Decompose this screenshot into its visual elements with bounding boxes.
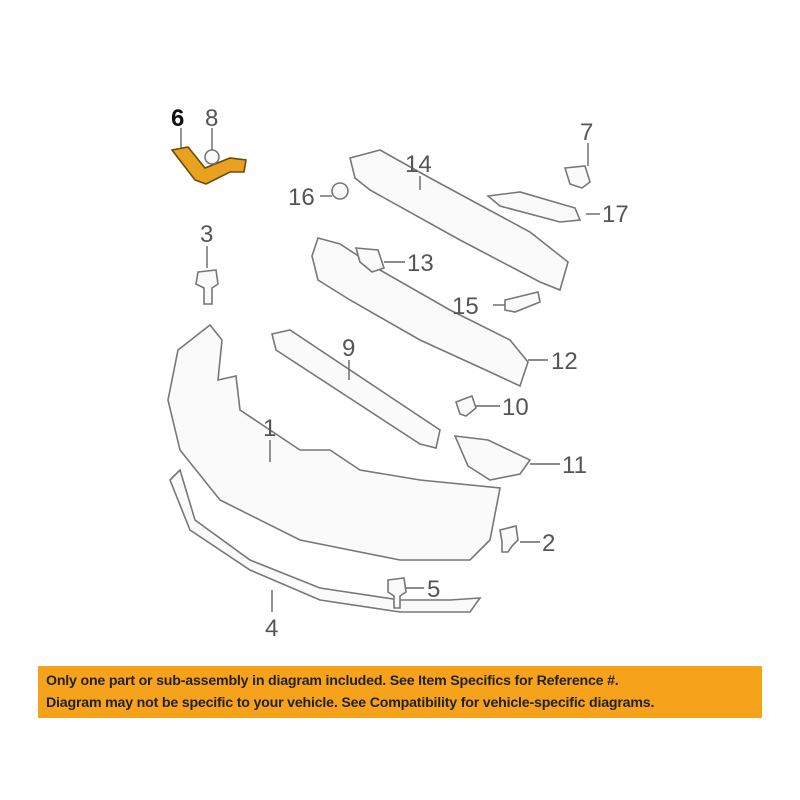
disclaimer-banner: Only one part or sub-assembly in diagram… xyxy=(38,666,762,718)
callout-15: 15 xyxy=(452,293,479,320)
callout-13: 13 xyxy=(407,250,434,277)
callout-8: 8 xyxy=(205,105,218,132)
disclaimer-line-2: Diagram may not be specific to your vehi… xyxy=(46,695,655,711)
part-6-bracket[interactable] xyxy=(170,146,247,185)
part-14-absorber[interactable] xyxy=(349,149,569,292)
callout-1: 1 xyxy=(263,415,276,442)
callout-5: 5 xyxy=(427,576,440,603)
callout-10: 10 xyxy=(502,394,529,421)
callout-9: 9 xyxy=(342,335,355,362)
part-2-bolt[interactable] xyxy=(499,525,519,553)
part-13-bracket[interactable] xyxy=(354,247,386,273)
callout-16: 16 xyxy=(288,184,315,211)
part-10-bolt[interactable] xyxy=(454,394,477,417)
part-7-bolt[interactable] xyxy=(563,165,591,189)
part-1-bumper-cover[interactable] xyxy=(167,323,501,561)
callout-6: 6 xyxy=(171,105,184,132)
callout-7: 7 xyxy=(580,119,593,146)
callout-3: 3 xyxy=(200,221,213,248)
part-17-bracket[interactable] xyxy=(486,191,582,223)
part-3-bolt[interactable] xyxy=(195,269,219,305)
leader-lines xyxy=(180,128,600,612)
callout-17: 17 xyxy=(602,201,629,228)
callout-2: 2 xyxy=(542,530,555,557)
part-5-bolt[interactable] xyxy=(387,577,407,609)
part-8-clip[interactable] xyxy=(204,149,220,165)
part-15-bolt[interactable] xyxy=(504,291,541,313)
part-4-lower-lip[interactable] xyxy=(169,468,482,613)
part-16-clip[interactable] xyxy=(331,182,349,200)
part-9-grille[interactable] xyxy=(271,329,441,449)
disclaimer-line-1: Only one part or sub-assembly in diagram… xyxy=(46,673,619,689)
callout-4: 4 xyxy=(265,615,278,642)
callout-11: 11 xyxy=(562,452,587,479)
callout-12: 12 xyxy=(551,348,578,375)
part-11-bracket[interactable] xyxy=(453,435,532,481)
callout-14: 14 xyxy=(405,151,432,178)
